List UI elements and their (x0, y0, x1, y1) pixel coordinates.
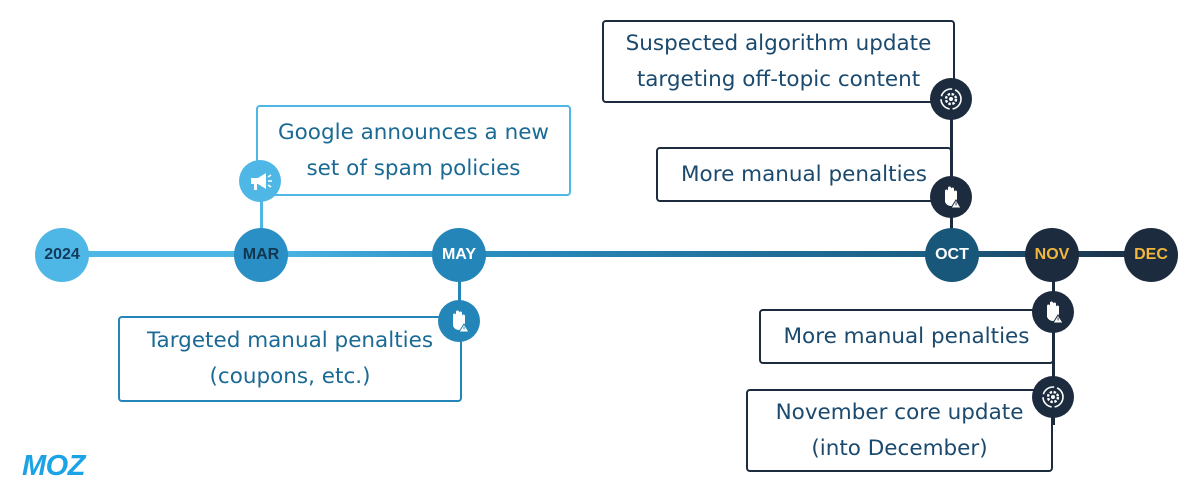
hand-warning-icon (1032, 291, 1074, 333)
event-may-line2: (coupons, etc.) (209, 364, 371, 389)
event-nov-bottom-line1: November core update (775, 399, 1024, 425)
node-nov: NOV (1025, 228, 1079, 282)
hand-warning-icon (930, 176, 972, 218)
timeline-line-2 (262, 251, 460, 257)
event-nov-mid-line1: More manual penalties (783, 323, 1030, 349)
event-mar-line1: Google announces a new (277, 119, 550, 145)
event-box-nov-bottom: November core update (into December) (746, 389, 1053, 472)
event-box-nov-mid: More manual penalties (759, 309, 1054, 364)
timeline-line-1 (62, 251, 262, 257)
event-nov-bottom-line2: (into December) (811, 435, 988, 461)
event-box-mar: Google announces a new set of spam polic… (256, 105, 571, 196)
timeline-line-3 (460, 251, 952, 257)
connector-mar (260, 190, 263, 252)
node-mar: MAR (234, 228, 288, 282)
event-box-may: Targeted manual penalties (coupons, etc.… (118, 316, 462, 402)
gear-cycle-icon (930, 78, 972, 120)
event-mar-line2: set of spam policies (306, 155, 521, 181)
event-oct-top-line2: targeting off-topic content (636, 66, 921, 92)
event-box-oct-mid: More manual penalties (656, 147, 952, 202)
node-may: MAY (432, 228, 486, 282)
moz-logo: MOZ (22, 450, 85, 482)
event-oct-mid-line1: More manual penalties (681, 161, 927, 187)
event-box-oct-top: Suspected algorithm update targeting off… (602, 20, 955, 103)
gear-cycle-icon (1032, 376, 1074, 418)
event-oct-top-line1: Suspected algorithm update (625, 30, 932, 56)
node-dec: DEC (1124, 228, 1178, 282)
connector-may (458, 255, 461, 317)
event-may-line1: Targeted manual penalties (146, 328, 434, 353)
node-oct: OCT (925, 228, 979, 282)
node-2024: 2024 (35, 228, 89, 282)
megaphone-icon (239, 160, 281, 202)
hand-warning-icon (438, 300, 480, 342)
